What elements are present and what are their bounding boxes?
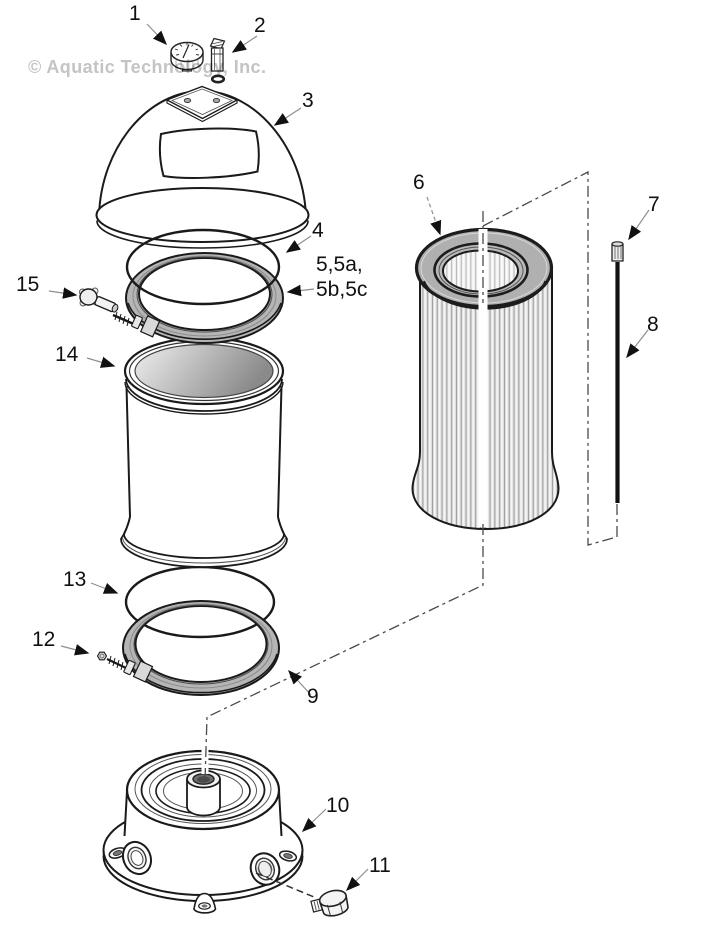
leader-2 bbox=[231, 35, 258, 53]
callout-2: 2 bbox=[254, 14, 266, 37]
dome-lid bbox=[95, 85, 310, 249]
leader-9 bbox=[288, 669, 312, 696]
leader-13 bbox=[90, 582, 119, 594]
tank-interior bbox=[134, 343, 274, 399]
filter-cartridge bbox=[411, 227, 560, 531]
callout-15: 15 bbox=[16, 273, 40, 296]
top-clamp-ring bbox=[112, 252, 285, 344]
callout-12: 12 bbox=[32, 628, 56, 651]
leader-12 bbox=[60, 644, 90, 656]
centerline bbox=[201, 170, 618, 782]
lid-oring bbox=[125, 228, 281, 306]
leader-15 bbox=[48, 287, 78, 299]
callout-14: 14 bbox=[55, 343, 79, 366]
tension-rod bbox=[611, 241, 624, 503]
leader-7 bbox=[628, 209, 650, 241]
leader-14 bbox=[86, 356, 116, 368]
gauge-needle bbox=[182, 44, 190, 59]
leader-6 bbox=[426, 196, 442, 236]
callout-8: 8 bbox=[647, 313, 659, 336]
callout-13: 13 bbox=[63, 568, 87, 591]
drain-plug bbox=[310, 889, 349, 917]
base-mount-hole bbox=[278, 850, 298, 862]
valve-oring bbox=[210, 74, 226, 84]
leader-5 bbox=[286, 284, 315, 297]
lid-screw-hole bbox=[183, 97, 192, 104]
callout-5b: 5b,5c bbox=[316, 278, 368, 301]
lid-top-plate bbox=[165, 85, 239, 123]
leader-3 bbox=[273, 107, 302, 126]
callout-4: 4 bbox=[312, 219, 324, 242]
callout-7: 7 bbox=[648, 193, 660, 216]
clamp-knob-bolt bbox=[79, 287, 119, 313]
callout-6: 6 bbox=[413, 171, 425, 194]
bottom-clamp-ring bbox=[96, 600, 281, 696]
pressure-gauge bbox=[170, 41, 204, 72]
leader-11 bbox=[345, 868, 369, 892]
callout-9: 9 bbox=[307, 685, 319, 708]
clamp-nut bbox=[96, 651, 108, 661]
leader-10 bbox=[301, 808, 327, 832]
lid-screw-hole bbox=[212, 97, 221, 104]
air-relief-valve bbox=[209, 37, 226, 84]
watermark-text: © Aquatic Technology, Inc. bbox=[28, 57, 267, 77]
callout-3: 3 bbox=[302, 89, 314, 112]
leader-lines bbox=[48, 23, 650, 898]
base-front-tab bbox=[193, 892, 217, 914]
leader-8 bbox=[626, 329, 649, 359]
leader-4 bbox=[285, 235, 312, 253]
bottom-clamp-bracket bbox=[106, 655, 154, 683]
top-clamp-bracket bbox=[112, 311, 161, 338]
callout-5a: 5,5a, bbox=[316, 253, 363, 276]
filter-base bbox=[102, 749, 304, 914]
tank-body bbox=[123, 336, 285, 535]
tank-bottom-flange bbox=[120, 530, 288, 568]
callout-1: 1 bbox=[129, 2, 141, 25]
base-port-left bbox=[121, 840, 153, 876]
lid-label-recess bbox=[158, 127, 260, 179]
leader-1 bbox=[146, 23, 167, 46]
callout-10: 10 bbox=[326, 794, 350, 817]
rod-tip bbox=[611, 241, 624, 247]
callout-11: 11 bbox=[369, 854, 391, 877]
base-center-hub bbox=[186, 769, 221, 817]
